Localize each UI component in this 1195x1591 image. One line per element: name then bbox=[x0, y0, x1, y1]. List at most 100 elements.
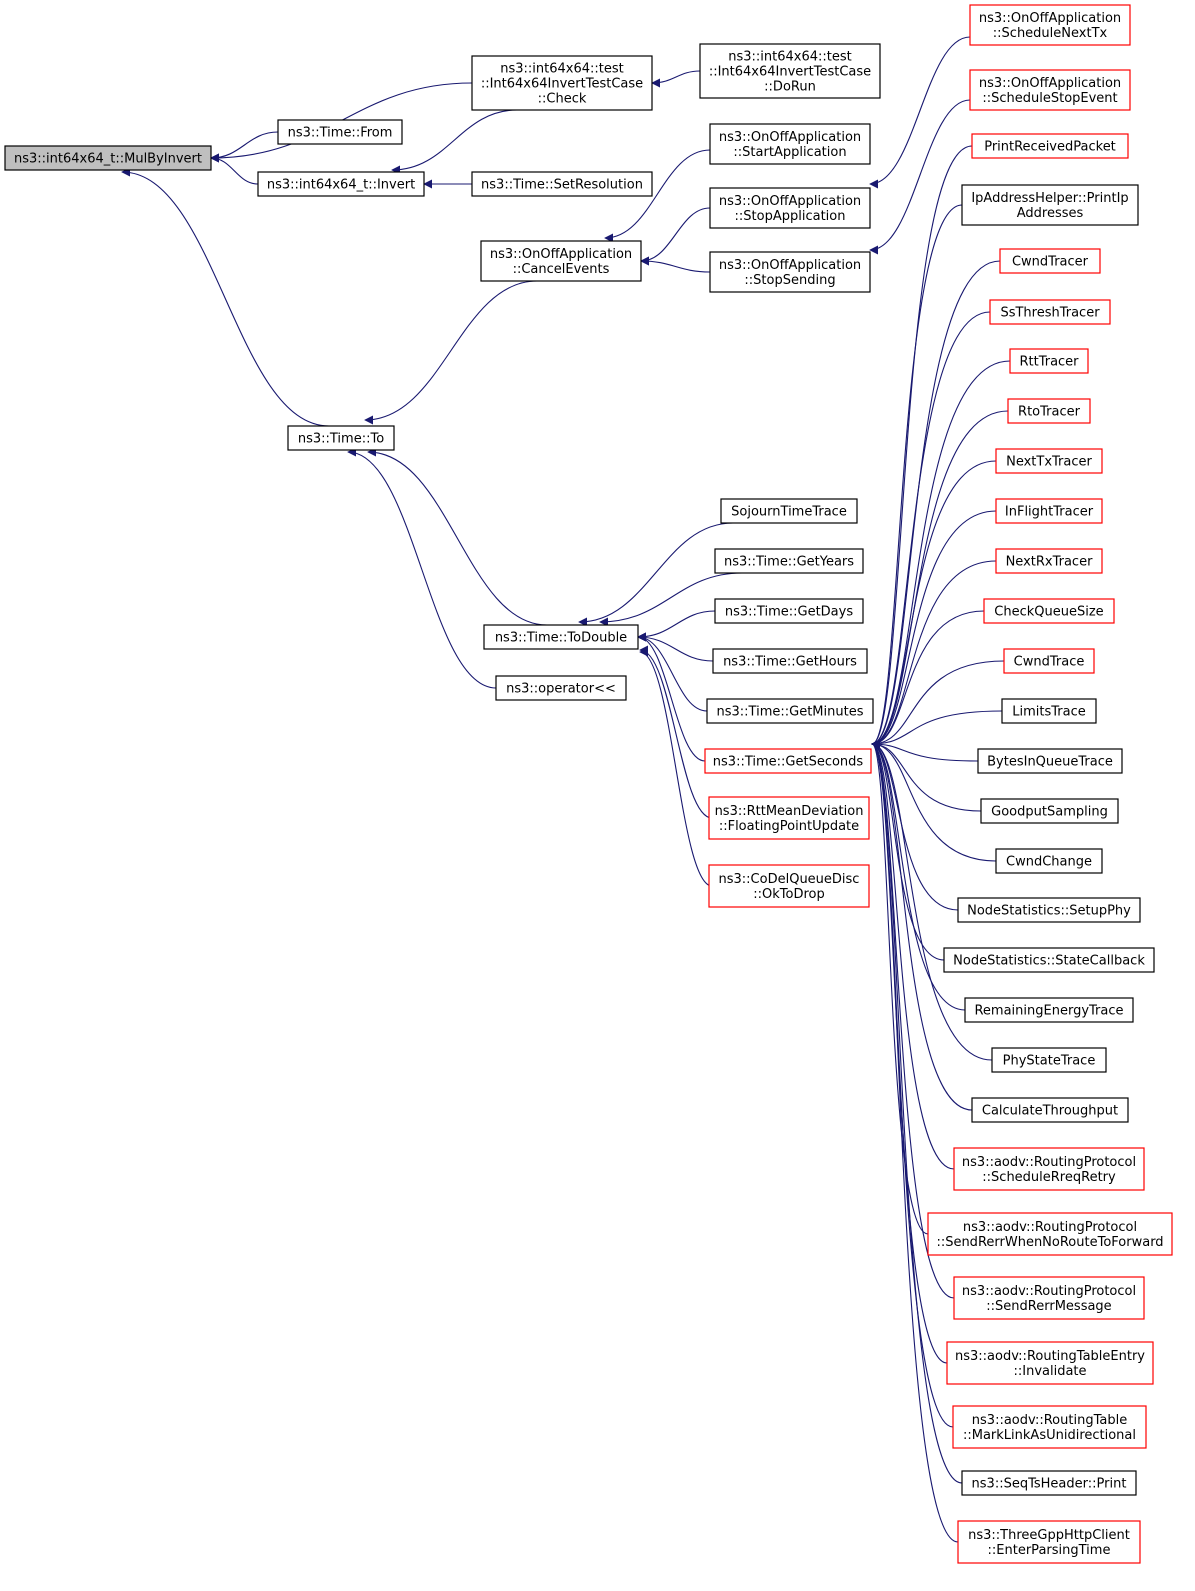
node-limits[interactable]: LimitsTrace bbox=[1001, 698, 1097, 724]
node-label: ::StartApplication bbox=[733, 145, 846, 160]
node-rtt[interactable]: RttTracer bbox=[1009, 348, 1089, 374]
node-box bbox=[977, 748, 1123, 774]
node-label: LimitsTrace bbox=[1012, 705, 1086, 720]
node-box bbox=[999, 248, 1101, 274]
node-phystate[interactable]: PhyStateTrace bbox=[991, 1047, 1107, 1073]
node-nexttx[interactable]: NextTxTracer bbox=[995, 448, 1103, 474]
node-box bbox=[946, 1341, 1154, 1385]
node-box bbox=[995, 548, 1103, 574]
node-label: CheckQueueSize bbox=[994, 605, 1103, 620]
node-label: ns3::aodv::RoutingProtocol bbox=[962, 1155, 1136, 1170]
node-box bbox=[483, 624, 639, 650]
edge-todouble-to-seconds bbox=[637, 632, 706, 762]
node-invert[interactable]: ns3::int64x64_t::Invert bbox=[257, 171, 425, 197]
node-minutes[interactable]: ns3::Time::GetMinutes bbox=[706, 698, 874, 724]
node-label: ::SendRerrMessage bbox=[986, 1299, 1111, 1314]
edge-todouble-to-sojourn bbox=[578, 522, 734, 627]
node-box bbox=[1009, 348, 1089, 374]
node-box bbox=[257, 171, 425, 197]
edge-seconds-to-inflight bbox=[871, 510, 997, 749]
node-sendrerr[interactable]: ns3::aodv::RoutingProtocol::SendRerrMess… bbox=[953, 1276, 1145, 1320]
node-years[interactable]: ns3::Time::GetYears bbox=[714, 548, 864, 574]
edge-cancel-to-startapp bbox=[604, 149, 711, 243]
node-nextrx[interactable]: NextRxTracer bbox=[995, 548, 1103, 574]
node-label: ::Invalidate bbox=[1013, 1364, 1086, 1379]
node-label: CwndTrace bbox=[1014, 655, 1085, 670]
node-label: ns3::Time::ToDouble bbox=[495, 631, 627, 646]
node-days[interactable]: ns3::Time::GetDays bbox=[714, 598, 864, 624]
node-cwndtrace[interactable]: CwndTrace bbox=[1003, 648, 1095, 674]
node-bytesq[interactable]: BytesInQueueTrace bbox=[977, 748, 1123, 774]
node-seconds[interactable]: ns3::Time::GetSeconds bbox=[704, 748, 872, 774]
node-box bbox=[495, 675, 627, 701]
node-ssthresh[interactable]: SsThreshTracer bbox=[989, 299, 1111, 325]
node-label: ::ScheduleStopEvent bbox=[982, 91, 1117, 106]
node-calcthr[interactable]: CalculateThroughput bbox=[971, 1097, 1129, 1123]
node-stopapp[interactable]: ns3::OnOffApplication::StopApplication bbox=[709, 187, 871, 229]
node-schedrreq[interactable]: ns3::aodv::RoutingProtocol::ScheduleRreq… bbox=[953, 1147, 1145, 1191]
node-label: ::ScheduleRreqRetry bbox=[982, 1170, 1116, 1185]
node-label: ns3::operator<< bbox=[506, 682, 616, 697]
node-threegpp[interactable]: ns3::ThreeGppHttpClient::EnterParsingTim… bbox=[957, 1520, 1141, 1564]
node-label: ::StopSending bbox=[744, 273, 835, 288]
node-box bbox=[471, 171, 653, 197]
node-label: ns3::aodv::RoutingProtocol bbox=[962, 1284, 1136, 1299]
node-box bbox=[4, 145, 212, 171]
node-startapp[interactable]: ns3::OnOffApplication::StartApplication bbox=[709, 123, 871, 165]
edge-todouble-to-rttmean bbox=[639, 645, 713, 819]
edge-seconds-to-checkq bbox=[871, 610, 985, 749]
node-printrx[interactable]: PrintReceivedPacket bbox=[971, 133, 1129, 159]
node-box bbox=[699, 43, 881, 99]
node-codel[interactable]: ns3::CoDelQueueDisc::OkToDrop bbox=[708, 864, 870, 908]
node-sojourn[interactable]: SojournTimeTrace bbox=[720, 498, 858, 524]
node-cwndtracer[interactable]: CwndTracer bbox=[999, 248, 1101, 274]
node-check[interactable]: ns3::int64x64::test::Int64x64InvertTestC… bbox=[471, 55, 653, 111]
node-invalidate[interactable]: ns3::aodv::RoutingTableEntry::Invalidate bbox=[946, 1341, 1154, 1385]
node-cancel[interactable]: ns3::OnOffApplication::CancelEvents bbox=[480, 240, 642, 282]
node-cwndchange[interactable]: CwndChange bbox=[995, 848, 1103, 874]
node-rto[interactable]: RtoTracer bbox=[1007, 398, 1091, 424]
node-label: GoodputSampling bbox=[991, 805, 1108, 820]
node-box bbox=[706, 698, 874, 724]
node-setupphy[interactable]: NodeStatistics::SetupPhy bbox=[957, 897, 1141, 923]
node-setres[interactable]: ns3::Time::SetResolution bbox=[471, 171, 653, 197]
node-stopsend[interactable]: ns3::OnOffApplication::StopSending bbox=[709, 251, 871, 293]
node-goodput[interactable]: GoodputSampling bbox=[980, 798, 1119, 824]
node-label: ns3::int64x64_t::MulByInvert bbox=[14, 152, 202, 167]
node-from[interactable]: ns3::Time::From bbox=[277, 119, 403, 145]
node-label: ns3::OnOffApplication bbox=[490, 247, 632, 262]
node-box bbox=[287, 425, 395, 451]
node-checkq[interactable]: CheckQueueSize bbox=[983, 598, 1115, 624]
node-seqts[interactable]: ns3::SeqTsHeader::Print bbox=[961, 1470, 1137, 1496]
node-label: IpAddressHelper::PrintIp bbox=[971, 191, 1128, 206]
node-dorun[interactable]: ns3::int64x64::test::Int64x64InvertTestC… bbox=[699, 43, 881, 99]
node-schedstop[interactable]: ns3::OnOffApplication::ScheduleStopEvent bbox=[969, 69, 1131, 111]
edge-seconds-to-goodput bbox=[871, 739, 982, 812]
node-sendrerrno[interactable]: ns3::aodv::RoutingProtocol::SendRerrWhen… bbox=[927, 1212, 1173, 1256]
node-marklink[interactable]: ns3::aodv::RoutingTable::MarkLinkAsUnidi… bbox=[952, 1405, 1147, 1449]
node-label: NextRxTracer bbox=[1006, 555, 1093, 570]
node-statecb[interactable]: NodeStatistics::StateCallback bbox=[943, 947, 1155, 973]
node-inflight[interactable]: InFlightTracer bbox=[995, 498, 1103, 524]
node-label: ns3::CoDelQueueDisc bbox=[719, 872, 860, 887]
node-label: ::EnterParsingTime bbox=[988, 1543, 1111, 1558]
edge-stopapp-to-schednext bbox=[869, 36, 971, 189]
edge-seconds-to-limits bbox=[871, 710, 1003, 749]
node-timeto[interactable]: ns3::Time::To bbox=[287, 425, 395, 451]
edge-timeto-to-cancel bbox=[364, 280, 538, 425]
node-todouble[interactable]: ns3::Time::ToDouble bbox=[483, 624, 639, 650]
node-label: ns3::aodv::RoutingTableEntry bbox=[955, 1349, 1145, 1364]
node-box bbox=[480, 240, 642, 282]
node-schednext[interactable]: ns3::OnOffApplication::ScheduleNextTx bbox=[969, 4, 1131, 46]
node-root: ns3::int64x64_t::MulByInvert bbox=[4, 145, 212, 171]
node-label: ns3::aodv::RoutingProtocol bbox=[963, 1220, 1137, 1235]
edge-cancel-to-stopapp bbox=[640, 207, 711, 266]
edge-cancel-to-stopsend bbox=[640, 256, 711, 273]
node-hours[interactable]: ns3::Time::GetHours bbox=[712, 648, 868, 674]
node-rttmean[interactable]: ns3::RttMeanDeviation::FloatingPointUpda… bbox=[708, 796, 870, 840]
node-remaining[interactable]: RemainingEnergyTrace bbox=[964, 997, 1134, 1023]
node-oplt[interactable]: ns3::operator<< bbox=[495, 675, 627, 701]
edge-root-to-invert bbox=[210, 153, 259, 185]
